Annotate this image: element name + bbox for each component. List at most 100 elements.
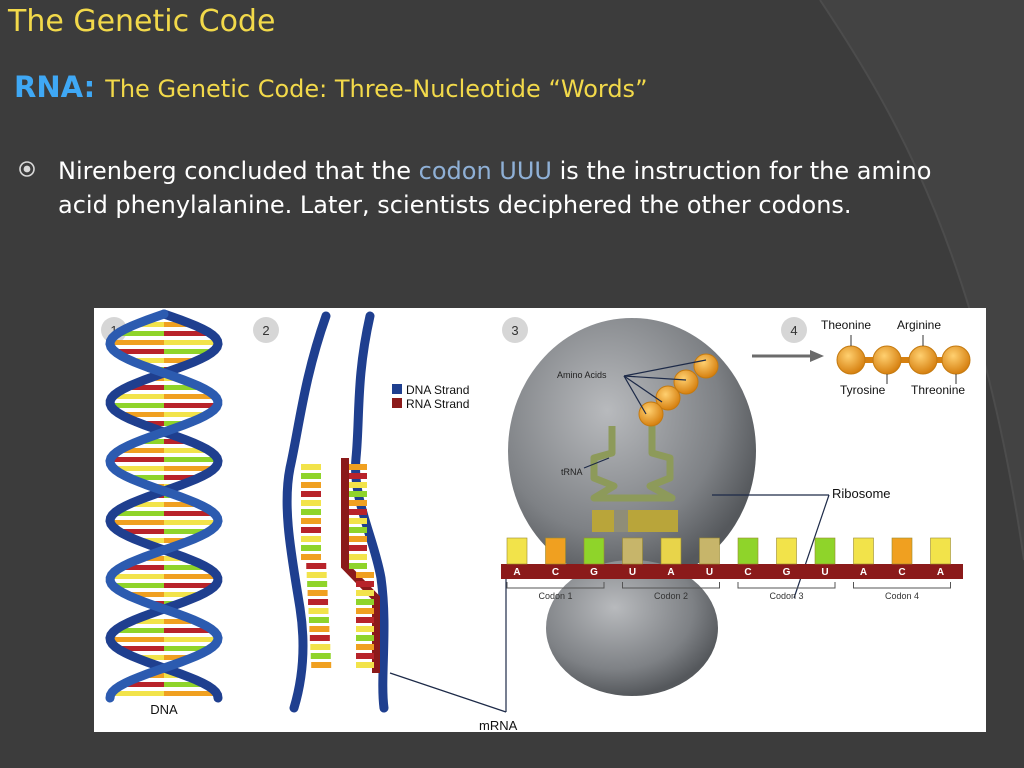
ribosome-label: Ribosome [832, 486, 891, 501]
base [349, 491, 367, 497]
legend-dna-label: DNA Strand [406, 383, 469, 397]
amino-acid-ball [693, 353, 719, 379]
panel-number-2: 2 [253, 317, 279, 343]
mrna-base-letter: U [706, 567, 713, 578]
rna-label: RNA: [14, 70, 96, 104]
mrna-nucleotide [853, 537, 874, 565]
panel-number-1-text: 1 [110, 323, 117, 338]
mrna-base-letter: G [783, 567, 791, 578]
base [301, 464, 321, 470]
legend-dna-swatch [392, 384, 402, 394]
base [356, 572, 374, 578]
base-pair [136, 619, 164, 624]
subtitle-text: The Genetic Code: Three-Nucleotide “Word… [105, 75, 648, 103]
base [311, 662, 332, 668]
base-pair [164, 331, 207, 336]
trna-molecule [590, 426, 678, 532]
base-pair [164, 349, 216, 354]
protein-amino-acid [941, 345, 971, 375]
base-pair [115, 394, 164, 399]
dna-backbone [105, 309, 223, 703]
base [349, 545, 367, 551]
mrna-base-letter: A [937, 567, 944, 578]
mrna-nucleotide [622, 537, 643, 565]
amino-acid-label-theonine: Theonine [821, 318, 871, 332]
base-pair [164, 385, 197, 390]
mrna-nucleotide [814, 537, 836, 565]
base-pair [118, 628, 164, 633]
base-pair [123, 475, 164, 480]
base [349, 554, 367, 560]
base-pair [134, 502, 164, 507]
base [356, 653, 374, 659]
base [349, 527, 367, 533]
mrna-label: mRNA [479, 718, 518, 732]
base-pair [164, 466, 217, 471]
base-pair [164, 529, 213, 534]
protein-synthesis-figure: 1 2 3 4 DNA DNA Strand RNA Strand [94, 308, 986, 732]
mrna-base-letter: U [629, 567, 636, 578]
base [301, 500, 321, 506]
transcription-strands [282, 311, 389, 713]
base [306, 572, 327, 578]
base-pair [164, 340, 218, 345]
base-pair [164, 412, 212, 417]
slide-subtitle: RNA: The Genetic Code: Three-Nucleotide “… [14, 70, 648, 104]
base [310, 653, 331, 659]
base-pair [164, 583, 218, 588]
base [349, 500, 367, 506]
codon-bracket [737, 582, 836, 589]
base-pair [164, 673, 179, 678]
base-pair [164, 394, 213, 399]
trna-label: tRNA [561, 467, 583, 477]
base-pair [164, 322, 187, 327]
base [301, 473, 321, 479]
base [301, 554, 321, 560]
base [349, 482, 367, 488]
base-pair [164, 646, 214, 651]
base [301, 545, 321, 551]
base [356, 617, 374, 623]
codon-bracket [853, 582, 951, 589]
strand-legend: DNA Strand RNA Strand [392, 383, 469, 411]
protein-amino-acid [836, 345, 866, 375]
base-pair [112, 349, 164, 354]
base [349, 473, 367, 479]
base-pair [164, 502, 194, 507]
base [301, 527, 321, 533]
base [356, 581, 374, 587]
base [301, 536, 321, 542]
codon-bracket [622, 582, 720, 589]
base-pair [113, 691, 164, 696]
base [349, 509, 367, 515]
legend-rna-swatch [392, 398, 402, 408]
dna-label: DNA [150, 702, 178, 717]
amino-acids-label: Amino Acids [557, 370, 607, 380]
base-pair [127, 682, 164, 687]
slide-title: The Genetic Code [8, 4, 276, 39]
base-pair [111, 457, 164, 462]
mrna-nucleotide [699, 537, 720, 565]
base-pair [164, 565, 203, 570]
mrna-nucleotide [660, 537, 682, 565]
base-pair [125, 358, 164, 363]
base-pair [147, 556, 164, 561]
base-pair [121, 331, 164, 336]
base-pair [149, 673, 164, 678]
protein-amino-acid [872, 345, 902, 375]
panel-number-4: 4 [781, 317, 807, 343]
base [307, 590, 328, 596]
base [356, 626, 374, 632]
panel-number-4-text: 4 [790, 323, 797, 338]
mrna-base-letter: C [552, 567, 559, 578]
base [301, 491, 321, 497]
mrna-nucleotide [930, 537, 951, 565]
base-pair [164, 574, 216, 579]
amino-acid-label-arginine: Arginine [897, 318, 941, 332]
dna-backbone [105, 309, 223, 703]
base-pair [164, 691, 215, 696]
base-pair [110, 637, 164, 642]
codon-label: Codon 1 [538, 591, 572, 601]
